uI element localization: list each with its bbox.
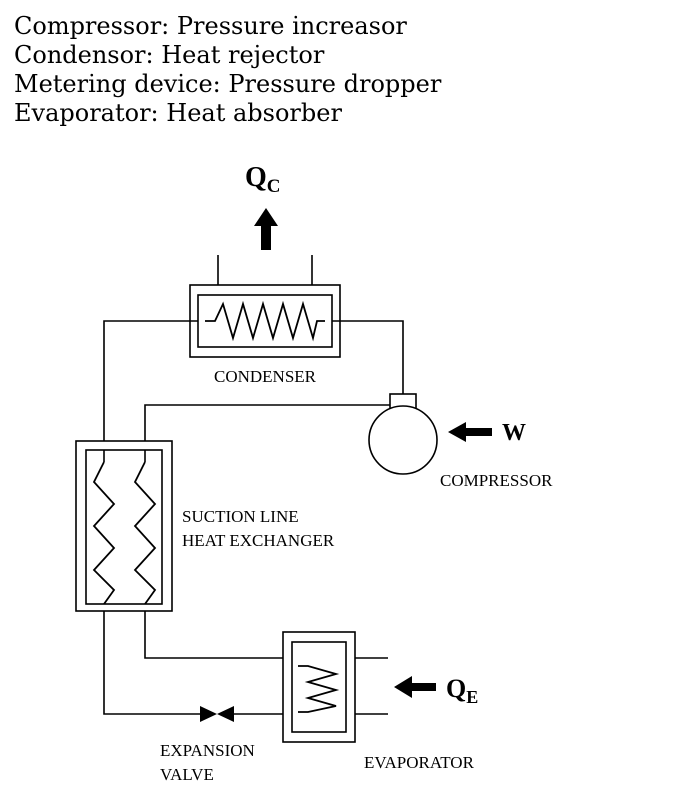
hx-coil-left [92, 461, 116, 605]
hx-label-line2: HEAT EXCHANGER [182, 531, 335, 550]
compressor-label: COMPRESSOR [440, 471, 553, 490]
evaporator-coil [298, 665, 340, 713]
work-input-arrow-icon [448, 422, 492, 442]
expansion-valve [200, 706, 234, 722]
evaporator-label: EVAPORATOR [364, 753, 475, 772]
heat-absorbed-symbol: QE [446, 674, 478, 707]
condenser-coil [205, 300, 325, 342]
work-input-symbol: W [502, 420, 526, 446]
pipe-condenser-to-hx [103, 320, 198, 450]
expansion-valve-label-line2: VALVE [160, 765, 214, 784]
expansion-valve-label-line1: EXPANSION [160, 741, 255, 760]
pipe-evaporator-to-hx [144, 604, 294, 659]
suction-line-heat-exchanger [75, 440, 173, 612]
pipe-hx-to-compressor [144, 404, 397, 450]
hx-label-line1: SUCTION LINE [182, 507, 299, 526]
legend-role: Pressure dropper [228, 70, 442, 98]
evaporator [282, 631, 388, 743]
legend-row-condensor: Condensor: Heat rejector [14, 41, 325, 69]
legend-row-metering-device: Metering device: Pressure dropper [14, 70, 442, 98]
legend-component: Evaporator [14, 99, 151, 127]
legend-row-compressor: Compressor: Pressure increasor [14, 12, 407, 40]
pipe-hx-to-valve [103, 604, 200, 715]
evaporator-inner-shell [291, 641, 347, 733]
legend-component: Metering device [14, 70, 213, 98]
hx-inner-shell [85, 449, 163, 605]
legend-role: Pressure increasor [176, 12, 407, 40]
legend-component: Compressor [14, 12, 162, 40]
compressor [368, 393, 438, 475]
condenser-inner-shell [197, 294, 333, 348]
valve-left-triangle [200, 706, 217, 722]
component-legend: Compressor: Pressure increasor Condensor… [14, 12, 441, 128]
condenser-label: CONDENSER [214, 367, 317, 386]
heat-rejected-arrow-icon [254, 208, 278, 250]
legend-component: Condensor [14, 41, 146, 69]
heat-rejected-symbol: QC [245, 162, 281, 197]
valve-right-triangle [217, 706, 234, 722]
compressor-body [368, 405, 438, 475]
condenser [189, 255, 341, 358]
legend-row-evaporator: Evaporator: Heat absorber [14, 99, 342, 127]
pipe-compressor-to-condenser [332, 320, 404, 398]
hx-coil-right [133, 461, 157, 605]
legend-role: Heat rejector [161, 41, 325, 69]
heat-absorbed-arrow-icon [394, 676, 436, 698]
legend-role: Heat absorber [166, 99, 342, 127]
